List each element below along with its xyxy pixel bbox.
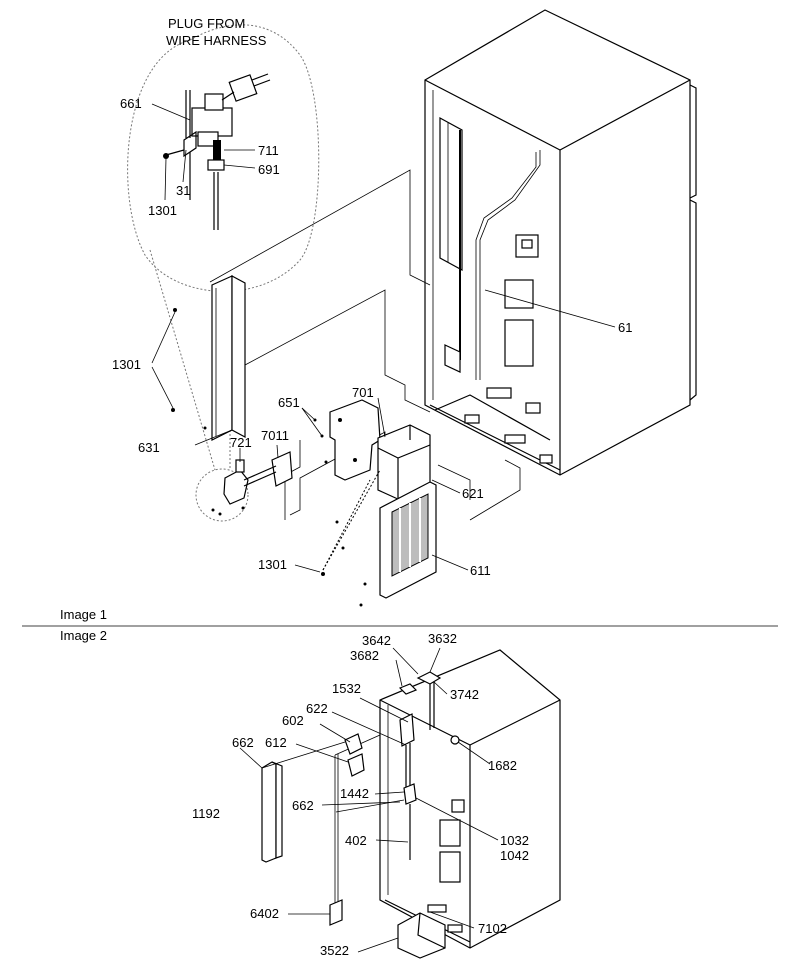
label-622: 622 bbox=[306, 701, 328, 716]
grille-611 bbox=[379, 481, 437, 599]
label-611: 611 bbox=[470, 563, 491, 578]
label-612: 612 bbox=[265, 735, 287, 750]
label-1301-detail: 1301 bbox=[148, 203, 177, 218]
label-1301-bottom: 1301 bbox=[258, 557, 287, 572]
panel-631 bbox=[211, 274, 246, 441]
valve-721-7011 bbox=[211, 451, 293, 516]
label-3742: 3742 bbox=[450, 687, 479, 702]
label-31: 31 bbox=[176, 183, 190, 198]
image2-caption: Image 2 bbox=[60, 628, 107, 643]
image2-labels: 3642 3632 3682 3742 1532 622 602 662 612… bbox=[192, 631, 529, 958]
label-631: 631 bbox=[138, 440, 160, 455]
screws-1301-left bbox=[151, 308, 207, 430]
detail-leaders bbox=[151, 103, 256, 201]
water-valve-detail bbox=[163, 73, 271, 230]
rear-panel-402 bbox=[329, 733, 381, 926]
label-691: 691 bbox=[258, 162, 280, 177]
housing-621 bbox=[377, 424, 431, 501]
label-plug-line2: WIRE HARNESS bbox=[166, 33, 267, 48]
label-6402: 6402 bbox=[250, 906, 279, 921]
label-662-top: 662 bbox=[232, 735, 254, 750]
label-7102: 7102 bbox=[478, 921, 507, 936]
label-7011: 7011 bbox=[261, 428, 289, 443]
label-661: 661 bbox=[120, 96, 142, 111]
label-3642: 3642 bbox=[362, 633, 391, 648]
screws-1301-bottom bbox=[294, 469, 381, 607]
label-1042: 1042 bbox=[500, 848, 529, 863]
label-662-mid: 662 bbox=[292, 798, 314, 813]
image1-labels: PLUG FROM WIRE HARNESS 661 711 691 31 13… bbox=[112, 16, 632, 578]
image2-diagram: 3642 3632 3682 3742 1532 622 602 662 612… bbox=[192, 631, 561, 959]
bracket-651 bbox=[301, 399, 388, 481]
label-711: 711 bbox=[258, 143, 279, 158]
panel-1192 bbox=[239, 741, 346, 863]
label-1682: 1682 bbox=[488, 758, 517, 773]
refrigerator-cabinet-2 bbox=[379, 649, 561, 949]
label-61: 61 bbox=[618, 320, 632, 335]
label-1532: 1532 bbox=[332, 681, 361, 696]
duct-3522 bbox=[397, 912, 446, 959]
label-701: 701 bbox=[352, 385, 374, 400]
label-651: 651 bbox=[278, 395, 300, 410]
label-plug-line1: PLUG FROM bbox=[168, 16, 245, 31]
image1-leaders bbox=[194, 289, 616, 571]
image1-diagram: PLUG FROM WIRE HARNESS 661 711 691 31 13… bbox=[112, 9, 697, 607]
image2-leaders bbox=[288, 647, 499, 953]
image1-caption: Image 1 bbox=[60, 607, 107, 622]
label-721: 721 bbox=[230, 435, 252, 450]
refrigerator-cabinet-1 bbox=[424, 9, 697, 476]
label-402: 402 bbox=[345, 833, 367, 848]
label-1442: 1442 bbox=[340, 786, 369, 801]
label-1301-left: 1301 bbox=[112, 357, 141, 372]
label-1192: 1192 bbox=[192, 806, 220, 821]
label-621: 621 bbox=[462, 486, 484, 501]
label-1032: 1032 bbox=[500, 833, 529, 848]
label-3632: 3632 bbox=[428, 631, 457, 646]
label-602: 602 bbox=[282, 713, 304, 728]
label-3522: 3522 bbox=[320, 943, 349, 958]
label-3682: 3682 bbox=[350, 648, 379, 663]
